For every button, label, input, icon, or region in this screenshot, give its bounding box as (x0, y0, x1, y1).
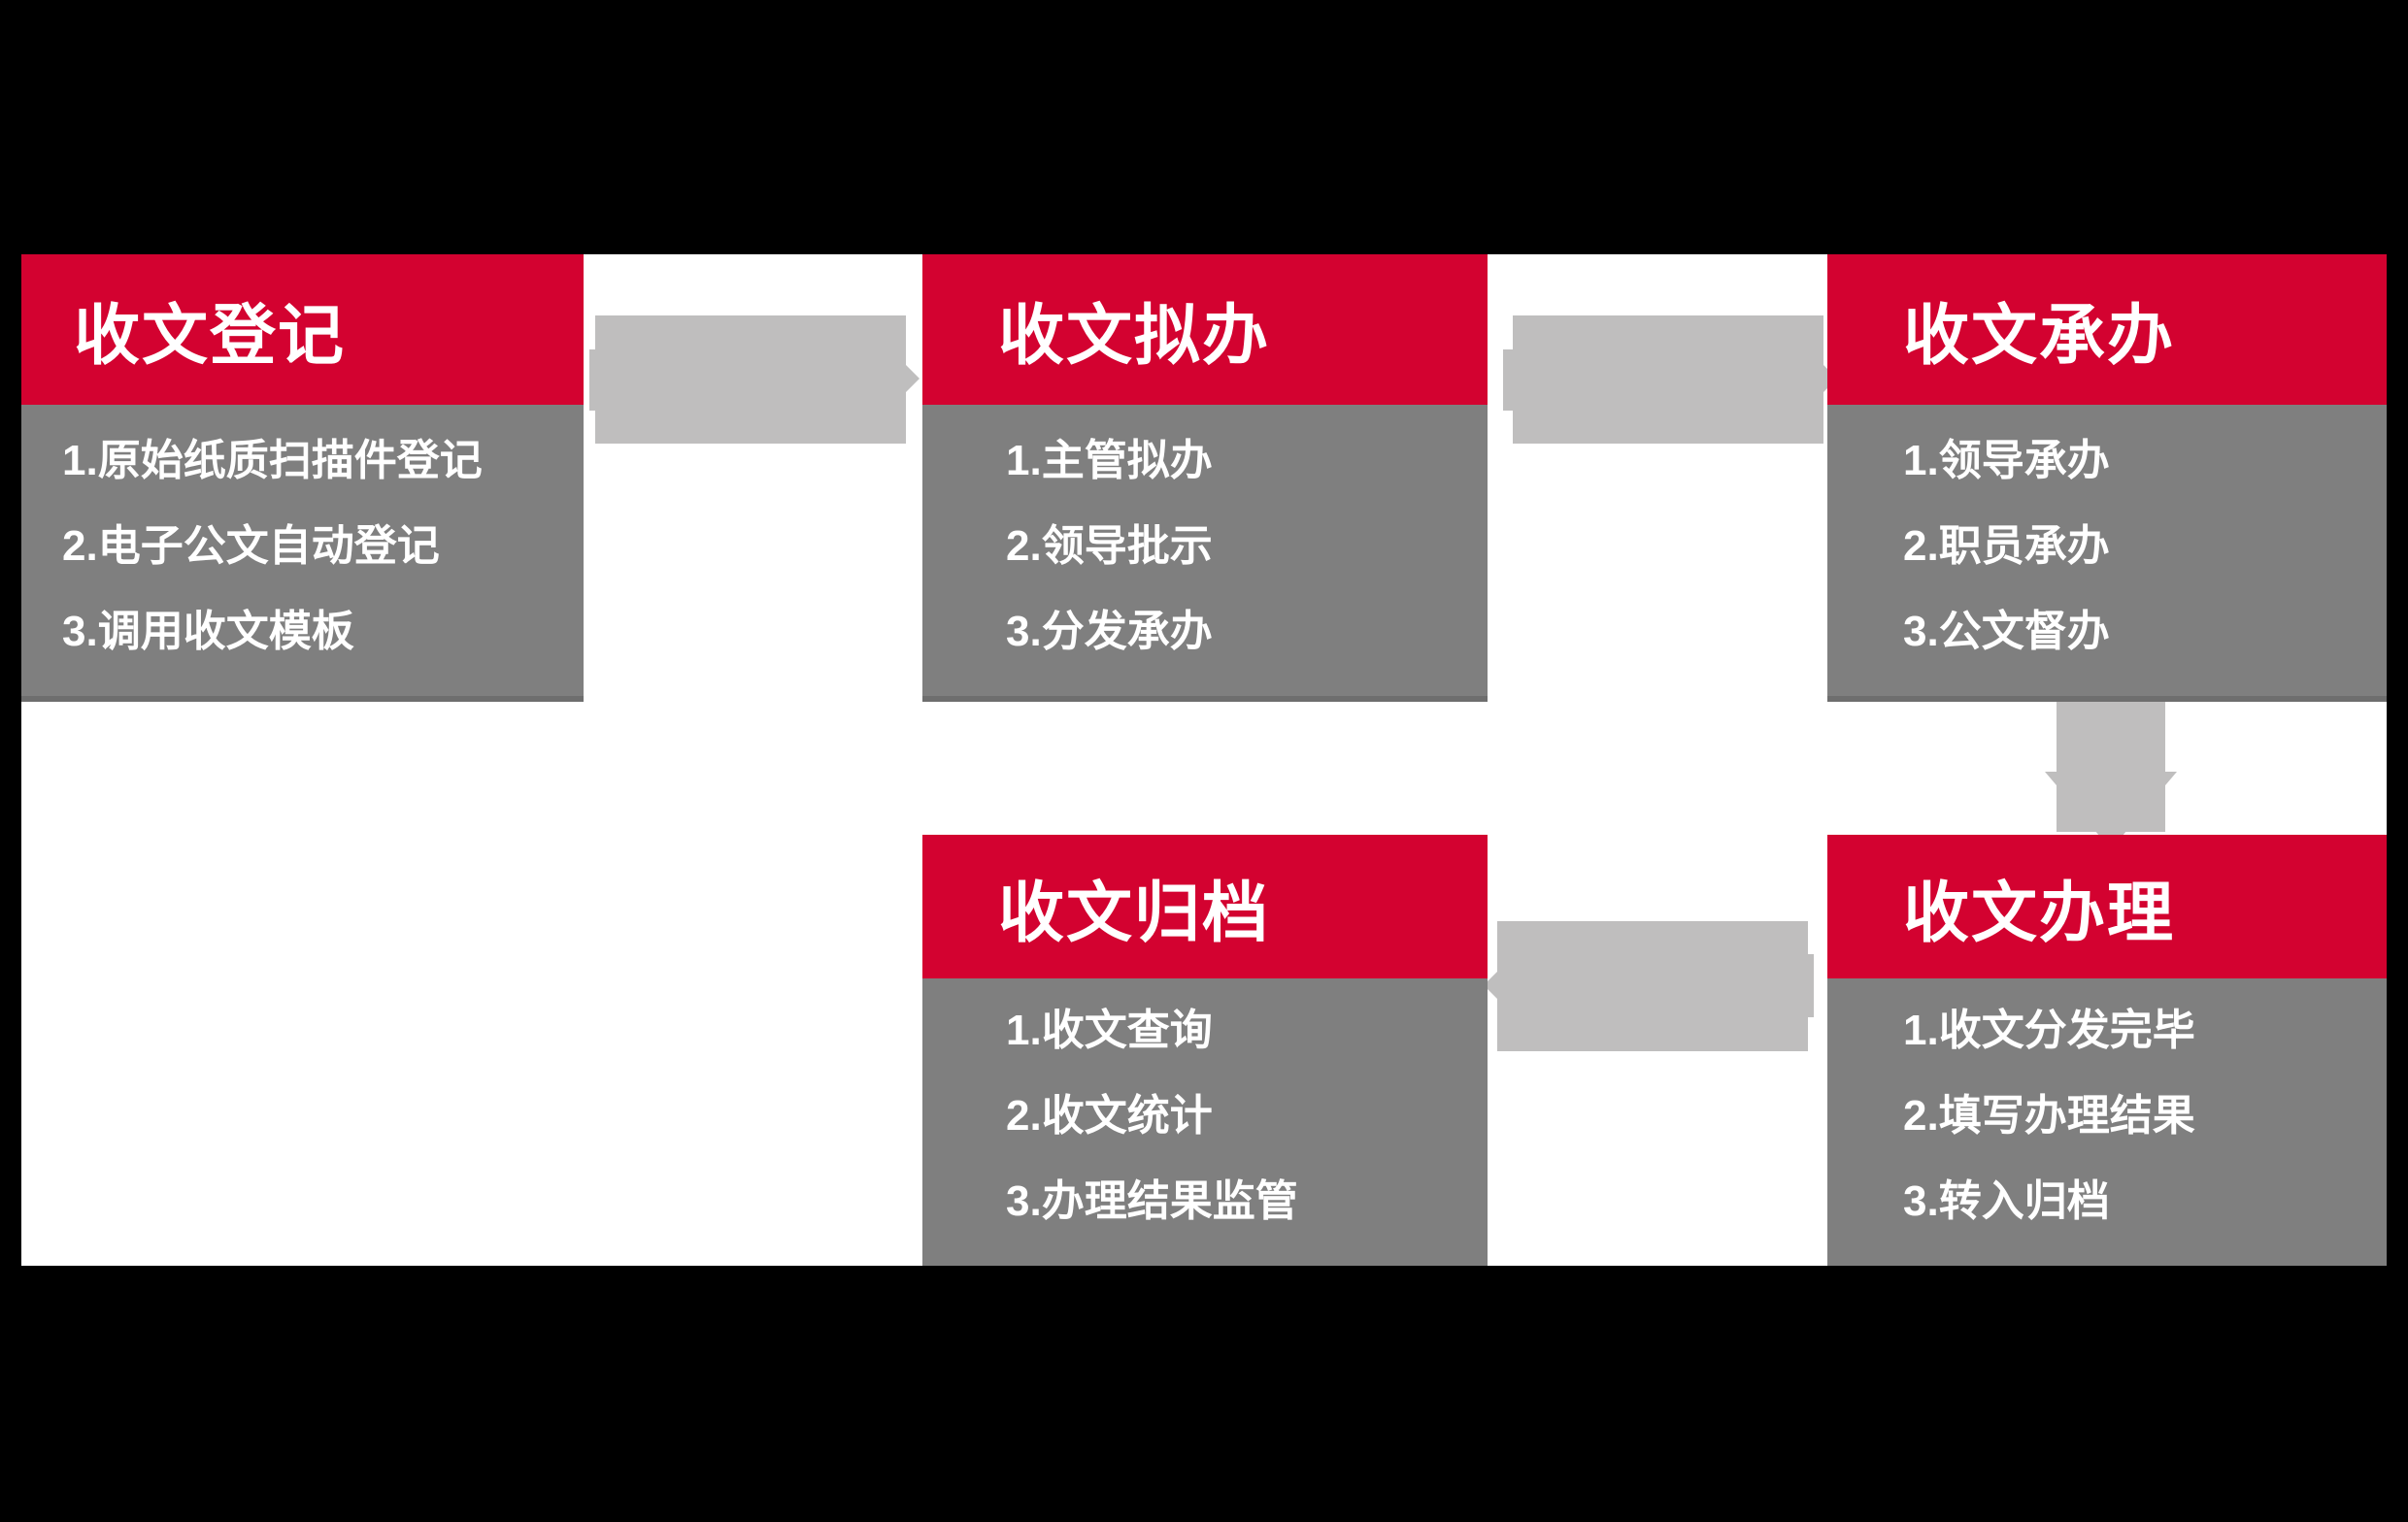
flow-box-item: 3.转入归档 (1903, 1177, 2110, 1225)
flow-box-item: 3.公文督办 (1903, 608, 2110, 655)
flow-box-title: 收文拟办 (998, 299, 1271, 373)
flow-box-item: 1.收文查询 (1006, 1007, 1213, 1054)
flow-box-body: 1.收文查询 2.收文统计 3.办理结果监管 (922, 978, 1488, 1266)
arrow-proposal-to-undertaking (1503, 315, 1837, 444)
flow-box-title: 收文归档 (998, 876, 1271, 950)
flow-box-body: 1.原始纸质扫描件登记 2.电子公文自动登记 3.调用收文模板 (21, 405, 584, 702)
flow-box-item: 2.填写办理结果 (1903, 1092, 2195, 1140)
flow-box-item: 2.职员承办 (1903, 522, 2110, 570)
flow-box-item: 1.原始纸质扫描件登记 (62, 437, 483, 484)
flow-box-header: 收文办理 (1827, 835, 2387, 978)
arrow-registration-to-proposal (589, 315, 920, 444)
flow-box-body: 1.主管拟办 2.领导批示 3.分发承办 (922, 405, 1488, 702)
arrow-shaft (1497, 921, 1808, 1051)
flow-box-item: 2.收文统计 (1006, 1092, 1213, 1140)
flow-box-body: 1.领导承办 2.职员承办 3.公文督办 (1827, 405, 2387, 702)
flow-box-item: 1.主管拟办 (1006, 437, 1213, 484)
flow-box-item: 1.领导承办 (1903, 437, 2110, 484)
flow-box-header: 收文拟办 (922, 254, 1488, 405)
flow-box-item: 2.电子公文自动登记 (62, 522, 440, 570)
arrow-tail (1503, 349, 1513, 411)
flow-box-registration: 收文登记 1.原始纸质扫描件登记 2.电子公文自动登记 3.调用收文模板 (21, 254, 584, 702)
flow-box-item: 3.办理结果监管 (1006, 1177, 1298, 1225)
flow-box-item: 3.分发承办 (1006, 608, 1213, 655)
flow-box-item: 2.领导批示 (1006, 522, 1213, 570)
flow-box-body: 1.收文分发完毕 2.填写办理结果 3.转入归档 (1827, 978, 2387, 1266)
flow-box-title: 收文登记 (74, 299, 347, 373)
arrow-undertaking-to-processing (2045, 698, 2177, 849)
flow-box-title: 收文承办 (1903, 299, 2176, 373)
flow-box-header: 收文归档 (922, 835, 1488, 978)
flow-box-header: 收文承办 (1827, 254, 2387, 405)
arrow-shaft (595, 315, 906, 444)
arrow-tail (1808, 954, 1814, 1017)
arrow-tail (589, 349, 595, 411)
arrow-shaft (1513, 315, 1823, 444)
arrow-processing-to-archiving (1484, 921, 1814, 1051)
flow-box-header: 收文登记 (21, 254, 584, 405)
flow-box-proposal: 收文拟办 1.主管拟办 2.领导批示 3.分发承办 (922, 254, 1488, 702)
flow-box-archiving: 收文归档 1.收文查询 2.收文统计 3.办理结果监管 (922, 835, 1488, 1266)
flow-box-item: 1.收文分发完毕 (1903, 1007, 2195, 1054)
flow-box-title: 收文办理 (1903, 876, 2176, 950)
flow-box-undertaking: 收文承办 1.领导承办 2.职员承办 3.公文督办 (1827, 254, 2387, 702)
flow-box-item: 3.调用收文模板 (62, 608, 354, 655)
flow-box-processing: 收文办理 1.收文分发完毕 2.填写办理结果 3.转入归档 (1827, 835, 2387, 1266)
